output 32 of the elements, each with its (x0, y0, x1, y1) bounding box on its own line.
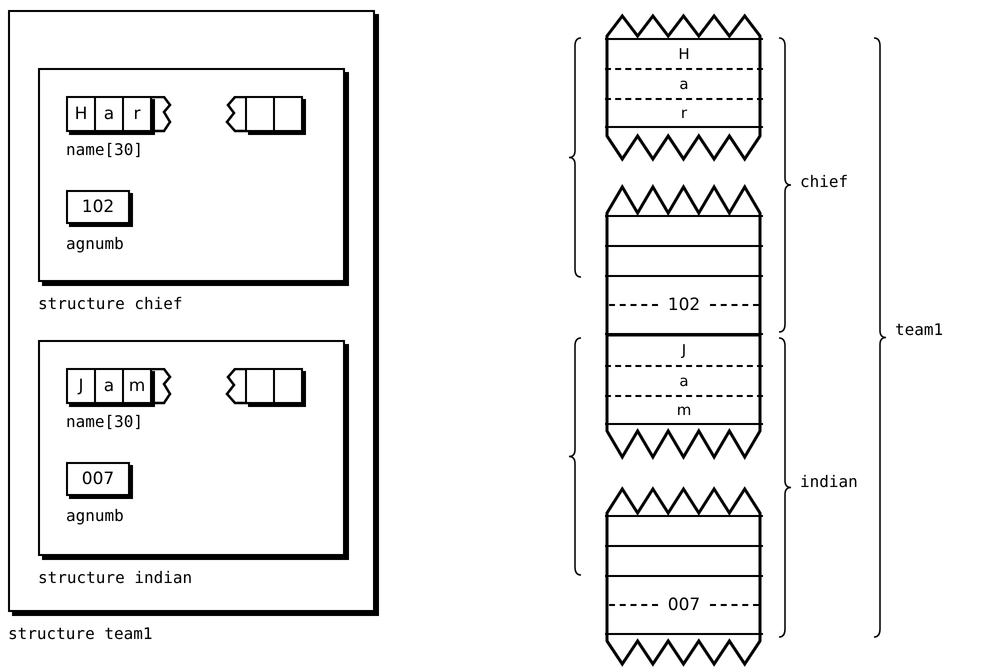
array-cell (245, 96, 275, 132)
memory-segment (605, 335, 763, 460)
structure-caption: structure indian (38, 568, 192, 587)
brace-label: team1 (895, 320, 944, 339)
memory-cell: m (605, 395, 763, 425)
array-cell: a (94, 368, 124, 404)
memory-cell: a (605, 68, 763, 98)
memory-segment (605, 12, 763, 162)
brace-label: indian (800, 472, 858, 491)
memory-segment (605, 485, 763, 667)
field-label: name[30] (66, 140, 144, 159)
field-label: name[30] (66, 412, 144, 431)
field-label: agnumb (66, 234, 124, 253)
memory-cell: a (605, 365, 763, 395)
memory-cell: r (605, 98, 763, 128)
array-cell: 102 (66, 190, 130, 224)
array-cell: m (122, 368, 152, 404)
structure-caption: structure chief (38, 294, 182, 313)
array-cell: r (122, 96, 152, 132)
array-cell: 007 (66, 462, 130, 496)
array-cell (273, 368, 303, 404)
memory-cell: J (605, 335, 763, 365)
memory-segment (605, 183, 763, 335)
memory-cell: H (605, 38, 763, 68)
array-cell: H (66, 96, 96, 132)
array-cell: a (94, 96, 124, 132)
array-cell (273, 96, 303, 132)
structure-caption: structure team1 (8, 624, 152, 643)
brace-label: chief (800, 172, 848, 191)
array-cell: J (66, 368, 96, 404)
field-label: agnumb (66, 506, 124, 525)
array-cell (245, 368, 275, 404)
